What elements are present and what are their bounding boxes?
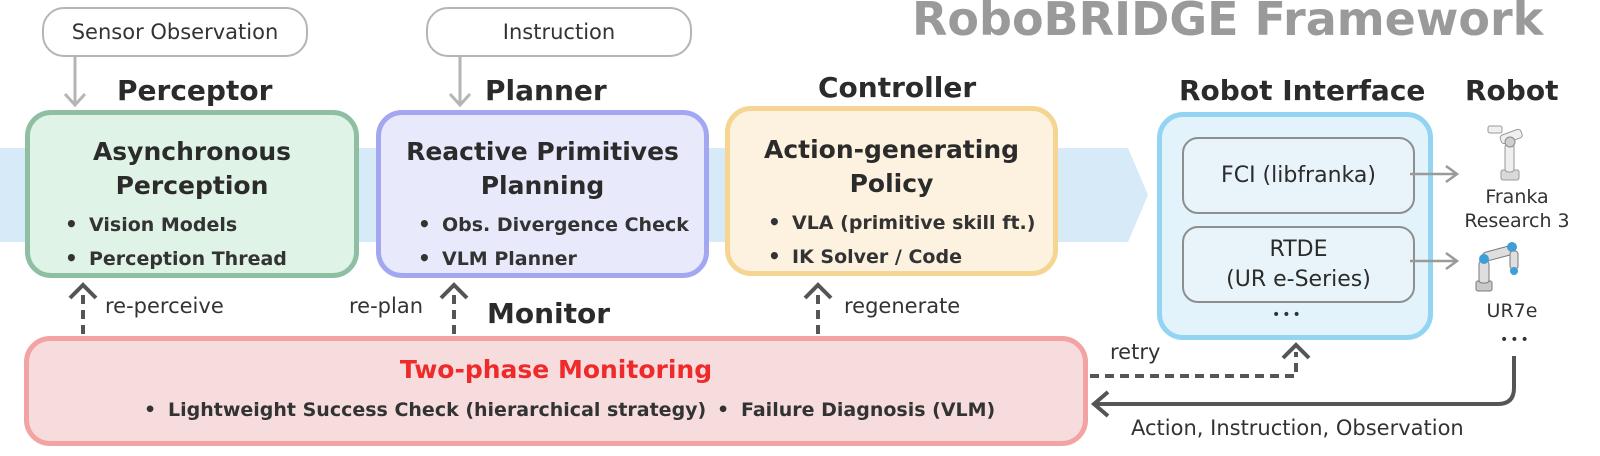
controller-title-line1: Action-generating	[763, 135, 1020, 164]
more-interfaces-ellipsis: •••	[1272, 307, 1303, 323]
feedback-arrow	[1090, 356, 1516, 418]
monitor-bullet-text: Failure Diagnosis (VLM)	[741, 399, 996, 421]
monitor-bullet: •Failure Diagnosis (VLM)	[717, 399, 996, 421]
controller-bullet: IK Solver / Code	[768, 239, 1035, 273]
controller-label: Controller	[818, 71, 977, 104]
regenerate-label: regenerate	[844, 294, 961, 318]
planner-bullet: VLM Planner	[418, 241, 689, 275]
monitor-title: Two-phase Monitoring	[399, 355, 713, 384]
perceptor-bullet: Perception Thread	[65, 241, 287, 275]
planner-title-line1: Reactive Primitives	[406, 137, 679, 166]
instruction-to-planner-arrow	[448, 57, 472, 108]
retry-label: retry	[1110, 340, 1161, 364]
regenerate-arrow	[803, 282, 833, 334]
franka-name-line2: Research 3	[1464, 210, 1570, 232]
perceptor-bullet: Vision Models	[65, 207, 287, 241]
framework-title: RoboBRIDGE Framework	[912, 0, 1544, 46]
ur7e-robot-icon	[1475, 242, 1519, 292]
planner-bullets: Obs. Divergence Check VLM Planner	[418, 207, 689, 275]
rtde-label: RTDE	[1269, 236, 1328, 262]
retry-arrow	[1090, 342, 1311, 378]
monitor-bullet-text: Lightweight Success Check (hierarchical …	[168, 399, 707, 421]
fci-to-franka-arrow	[1410, 164, 1460, 184]
perceptor-title-line2: Perception	[115, 171, 269, 200]
planner-module: Reactive Primitives Planning Obs. Diverg…	[376, 110, 709, 278]
perceptor-label: Perceptor	[117, 74, 273, 107]
controller-title-line2: Policy	[849, 169, 934, 198]
perceptor-module: Asynchronous Perception Vision Models Pe…	[25, 110, 359, 278]
fci-label: FCI (libfranka)	[1221, 162, 1376, 188]
robot-interface-label: Robot Interface	[1179, 74, 1426, 107]
sensor-observation-input: Sensor Observation	[42, 7, 308, 57]
planner-title-line2: Planning	[480, 171, 605, 200]
re-plan-arrow	[439, 282, 469, 334]
robot-label: Robot	[1465, 74, 1559, 107]
planner-bullet: Obs. Divergence Check	[418, 207, 689, 241]
franka-name: Franka Research 3	[1462, 185, 1572, 233]
rtde-sublabel: (UR e-Series)	[1226, 266, 1371, 292]
perceptor-title-line1: Asynchronous	[92, 137, 292, 166]
planner-label: Planner	[485, 74, 607, 107]
rtde-to-ur7e-arrow	[1410, 251, 1460, 271]
re-perceive-label: re-perceive	[105, 294, 224, 318]
controller-bullets: VLA (primitive skill ft.) IK Solver / Co…	[768, 205, 1035, 273]
ur7e-name: UR7e	[1486, 300, 1538, 322]
instruction-input: Instruction	[426, 7, 692, 57]
monitor-label: Monitor	[487, 297, 611, 330]
franka-robot-icon	[1487, 125, 1523, 181]
perceptor-bullets: Vision Models Perception Thread	[65, 207, 287, 275]
controller-bullet: VLA (primitive skill ft.)	[768, 205, 1035, 239]
more-robots-ellipsis: •••	[1500, 332, 1531, 348]
feedback-label: Action, Instruction, Observation	[1131, 416, 1464, 440]
monitor-module: Two-phase Monitoring •Lightweight Succes…	[24, 336, 1088, 446]
sensor-to-perceptor-arrow	[63, 57, 87, 108]
fci-libfranka-box: FCI (libfranka)	[1182, 137, 1415, 214]
rtde-box: RTDE (UR e-Series)	[1182, 226, 1415, 303]
re-perceive-arrow	[68, 282, 98, 334]
re-plan-label: re-plan	[349, 294, 424, 318]
robot-interface-module: FCI (libfranka) RTDE (UR e-Series) •••	[1157, 112, 1433, 340]
controller-module: Action-generating Policy VLA (primitive …	[725, 106, 1058, 276]
monitor-bullet: •Lightweight Success Check (hierarchical…	[144, 399, 707, 421]
franka-name-line1: Franka	[1485, 186, 1549, 208]
